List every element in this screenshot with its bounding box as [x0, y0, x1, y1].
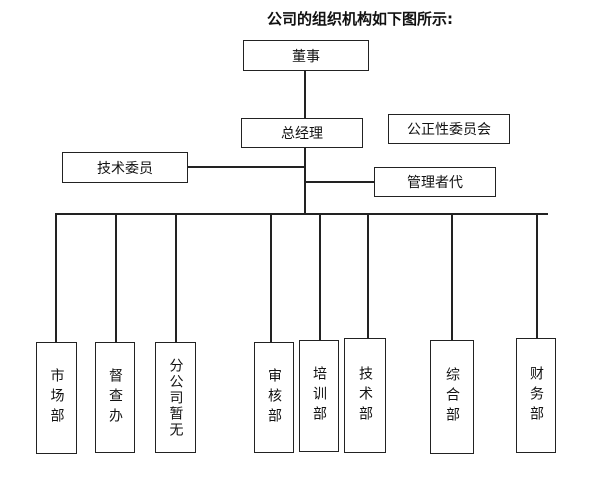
- node-manager-rep-label: 管理者代: [407, 175, 463, 191]
- dept-general-affairs-label: 综合部: [444, 367, 460, 427]
- node-general-manager: 总经理: [241, 118, 363, 148]
- dept-supervision-label: 督查办: [107, 367, 123, 428]
- node-tech-committee-label: 技术委员: [97, 160, 153, 177]
- connector-dept-2: [115, 213, 117, 343]
- dept-general-affairs: 综合部: [430, 340, 474, 454]
- dept-audit: 审核部: [254, 342, 294, 453]
- connector-manager-rep: [304, 181, 374, 183]
- connector-dept-4: [270, 213, 272, 343]
- node-manager-rep: 管理者代: [374, 167, 496, 197]
- dept-technology-label: 技术部: [357, 365, 373, 426]
- dept-branch-label: 分公司暂无: [167, 357, 184, 438]
- connector-dept-8: [536, 213, 538, 339]
- dept-market-label: 市场部: [48, 368, 65, 428]
- connector-dept-5: [319, 213, 321, 341]
- dept-technology: 技术部: [344, 338, 386, 453]
- connector-tech-committee: [188, 166, 305, 168]
- connector-dept-6: [367, 213, 369, 339]
- connector-dept-1: [55, 213, 57, 343]
- chart-title: 公司的组织机构如下图所示:: [267, 10, 453, 28]
- node-board-label: 董事: [292, 48, 320, 65]
- node-fairness-committee-label: 公正性委员会: [407, 122, 491, 138]
- dept-finance: 财务部: [516, 338, 556, 453]
- departments-bus: [55, 213, 548, 215]
- connector-dept-7: [451, 213, 453, 341]
- dept-supervision: 督查办: [95, 342, 135, 453]
- node-board: 董事: [243, 40, 369, 71]
- dept-audit-label: 审核部: [266, 367, 282, 428]
- node-general-manager-label: 总经理: [281, 126, 323, 142]
- connector-gm-bus: [304, 146, 306, 214]
- dept-branch: 分公司暂无: [155, 342, 196, 453]
- dept-market: 市场部: [36, 342, 77, 454]
- dept-training-label: 培训部: [311, 366, 327, 426]
- dept-finance-label: 财务部: [528, 365, 544, 426]
- dept-training: 培训部: [299, 340, 339, 452]
- connector-board-gm: [304, 71, 306, 119]
- node-fairness-committee: 公正性委员会: [388, 114, 510, 144]
- connector-dept-3: [175, 213, 177, 343]
- node-tech-committee: 技术委员: [62, 152, 188, 183]
